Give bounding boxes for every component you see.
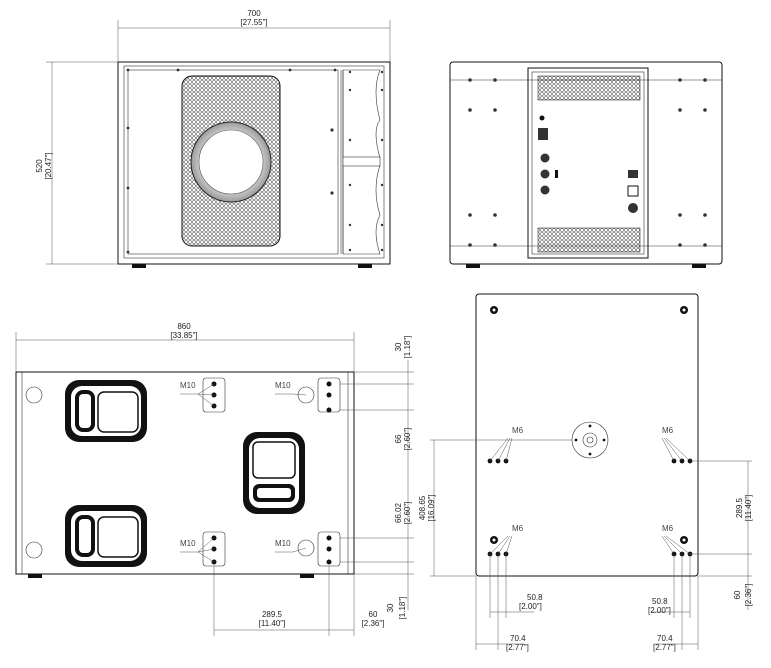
top-d30a-in: [1.18"]: [403, 336, 412, 359]
front-width-in: [27.55"]: [240, 18, 267, 27]
top-view: M10 M10 M10 M10 860 [33.85"] 30 [1.18"] …: [15, 322, 414, 636]
bottom-d40865-in: [16.09"]: [427, 494, 436, 521]
m10-label-3: M10: [180, 539, 196, 548]
m10-label-1: M10: [180, 381, 196, 390]
top-d30b-in: [1.18"]: [398, 597, 407, 620]
bottom-d704-in-left: [2.77"]: [506, 643, 529, 652]
handle-lower: [65, 505, 147, 567]
top-d289-in: [11.40"]: [259, 619, 286, 628]
flyplate-2: [317, 377, 341, 413]
bottom-d508-mm-right: 50.8: [652, 597, 668, 606]
top-d60-mm: 60: [369, 610, 378, 619]
top-d30a-mm: 30: [394, 342, 403, 351]
m6-label-3: M6: [512, 524, 524, 533]
m6-label-4: M6: [662, 524, 674, 533]
m10-label-4: M10: [275, 539, 291, 548]
bottom-d508-mm-left: 50.8: [527, 593, 543, 602]
top-d30b-mm: 30: [386, 603, 395, 612]
bottom-d2895-in: [11.40"]: [744, 495, 753, 522]
m6-label-2: M6: [662, 426, 674, 435]
front-view: 700 [27.55"] 520 [20.47"]: [35, 9, 391, 268]
top-d6602-in: [2.60"]: [403, 502, 412, 525]
top-d289-mm: 289.5: [262, 610, 283, 619]
bottom-d704-mm-right: 70.4: [657, 634, 673, 643]
m10-label-2: M10: [275, 381, 291, 390]
m6-label-1: M6: [512, 426, 524, 435]
front-width-mm: 700: [247, 9, 261, 18]
rear-view: [449, 61, 723, 268]
top-d6602-mm: 66.02: [394, 502, 403, 523]
front-height-mm: 520: [35, 159, 44, 173]
top-width-mm: 860: [177, 322, 191, 331]
bottom-d704-in-right: [2.77"]: [653, 643, 676, 652]
bottom-d60-in: [2.36"]: [744, 584, 753, 607]
top-d66-in: [2.60"]: [403, 428, 412, 451]
bottom-d508-in-right: [2.00"]: [648, 606, 671, 615]
bottom-d2895-mm: 289.5: [735, 497, 744, 518]
handle-upper: [65, 380, 147, 442]
handle-center: [243, 432, 305, 514]
front-height-in: [20.47"]: [44, 152, 53, 179]
vent-slots: [538, 76, 640, 252]
bottom-d508-in-left: [2.00"]: [519, 602, 542, 611]
bottom-d40865-mm: 408.65: [418, 495, 427, 520]
top-width-in: [33.85"]: [170, 331, 197, 340]
top-d66-mm: 66: [394, 434, 403, 443]
bottom-view: M6 M6 M6 M6 408.65 [16.09"] 289.5 [11.40…: [418, 293, 753, 652]
flyplate-4: [317, 531, 341, 567]
bottom-d60-mm: 60: [733, 590, 742, 599]
top-d60-in: [2.36"]: [362, 619, 385, 628]
bottom-d704-mm-left: 70.4: [510, 634, 526, 643]
